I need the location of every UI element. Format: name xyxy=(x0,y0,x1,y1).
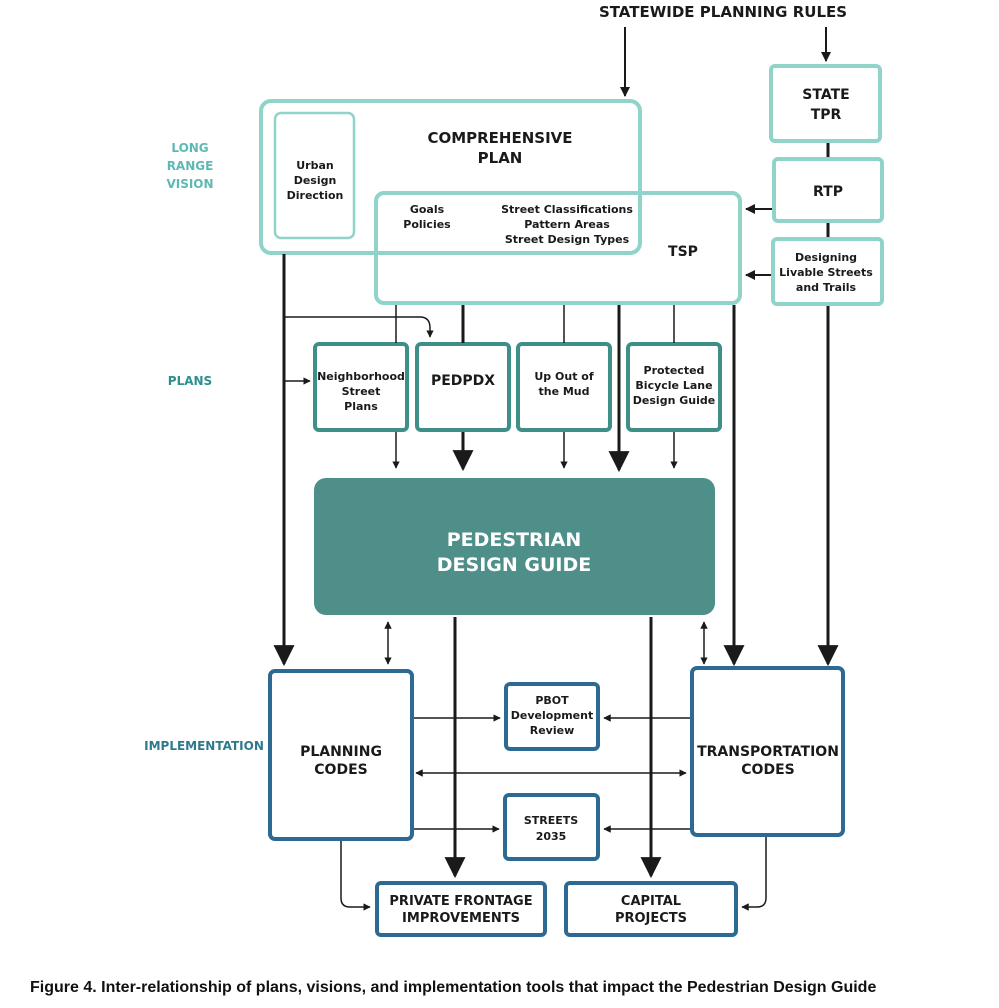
arrow-udd-to-pedpdx xyxy=(284,316,434,338)
street-classifications-label: Street Classifications xyxy=(501,203,633,216)
statewide-planning-rules-label: STATEWIDE PLANNING RULES xyxy=(599,3,847,21)
dls-label-1: Designing xyxy=(795,251,857,264)
pdg-label-2: DESIGN GUIDE xyxy=(437,554,591,576)
mud-label-2: the Mud xyxy=(538,385,589,398)
pbot-label-3: Review xyxy=(530,724,575,737)
pattern-areas-label: Pattern Areas xyxy=(524,218,610,231)
pbot-label-2: Development xyxy=(511,709,593,722)
state-tpr-label-1: STATE xyxy=(802,87,849,103)
level-plans: PLANS xyxy=(168,374,212,388)
cp-label-2: PROJECTS xyxy=(615,911,687,926)
comprehensive-plan-box xyxy=(259,99,642,255)
rtp-box xyxy=(772,157,884,223)
state-tpr-box xyxy=(769,64,882,143)
pbl-label-3: Design Guide xyxy=(633,394,715,407)
dls-label-3: and Trails xyxy=(796,281,857,294)
dls-label-2: Livable Streets xyxy=(779,266,873,279)
capital-projects-box xyxy=(564,881,738,937)
level-implementation: IMPLEMENTATION xyxy=(144,739,264,753)
cp-label-1: CAPITAL xyxy=(621,894,681,909)
planning-codes-label-1: PLANNING xyxy=(300,744,382,760)
pbot-development-review-box xyxy=(504,682,600,751)
nsp-label-2: Street xyxy=(342,385,381,398)
level-long-range-3: VISION xyxy=(166,177,213,191)
policies-label: Policies xyxy=(403,218,451,231)
mud-label-1: Up Out of xyxy=(534,370,593,383)
pedpdx-label: PEDPDX xyxy=(431,373,495,389)
pdg-label-1: PEDESTRIAN xyxy=(447,529,582,551)
udd-label-2: Design xyxy=(294,174,337,187)
tsp-label: TSP xyxy=(668,244,698,260)
pfi-label-1: PRIVATE FRONTAGE xyxy=(389,894,532,909)
transportation-codes-label-1: TRANSPORTATION xyxy=(697,744,839,760)
nsp-label-3: Plans xyxy=(344,400,378,413)
neighborhood-street-plans-box xyxy=(313,342,409,432)
planning-codes-box xyxy=(268,669,414,841)
level-long-range-1: LONG xyxy=(171,141,208,155)
goals-label: Goals xyxy=(410,203,445,216)
rtp-label: RTP xyxy=(813,184,843,200)
designing-livable-streets-box xyxy=(771,237,884,306)
comp-plan-label-1: COMPREHENSIVE xyxy=(427,129,572,147)
transportation-codes-label-2: CODES xyxy=(741,762,794,778)
udd-label-1: Urban xyxy=(296,159,334,172)
pfi-label-2: IMPROVEMENTS xyxy=(402,911,520,926)
private-frontage-improvements-box xyxy=(375,881,547,937)
pbot-label-1: PBOT xyxy=(535,694,569,707)
level-long-range-2: RANGE xyxy=(167,159,214,173)
tsp-box xyxy=(374,191,742,305)
up-out-of-the-mud-box xyxy=(516,342,612,432)
arrow-planning-to-private-frontage xyxy=(340,841,371,911)
pedestrian-design-guide-box xyxy=(314,478,715,615)
state-tpr-label-2: TPR xyxy=(811,107,842,123)
streets-2035-box xyxy=(503,793,600,861)
protected-bicycle-lane-box xyxy=(626,342,722,432)
udd-label-3: Direction xyxy=(287,189,344,202)
pedpdx-box xyxy=(415,342,511,432)
planning-codes-label-2: CODES xyxy=(314,762,367,778)
nsp-label-1: Neighborhood xyxy=(317,370,405,383)
transportation-codes-box xyxy=(690,666,845,837)
street-design-types-label: Street Design Types xyxy=(505,233,630,246)
streets-2035-label-2: 2035 xyxy=(536,830,567,843)
figure-caption: Figure 4. Inter-relationship of plans, v… xyxy=(30,979,876,996)
urban-design-direction-box xyxy=(273,111,356,240)
streets-2035-label-1: STREETS xyxy=(524,814,578,827)
pbl-label-2: Bicycle Lane xyxy=(635,379,712,392)
arrow-transportation-to-capital xyxy=(741,837,767,911)
pbl-label-1: Protected xyxy=(644,364,705,377)
comp-plan-label-2: PLAN xyxy=(478,149,523,167)
